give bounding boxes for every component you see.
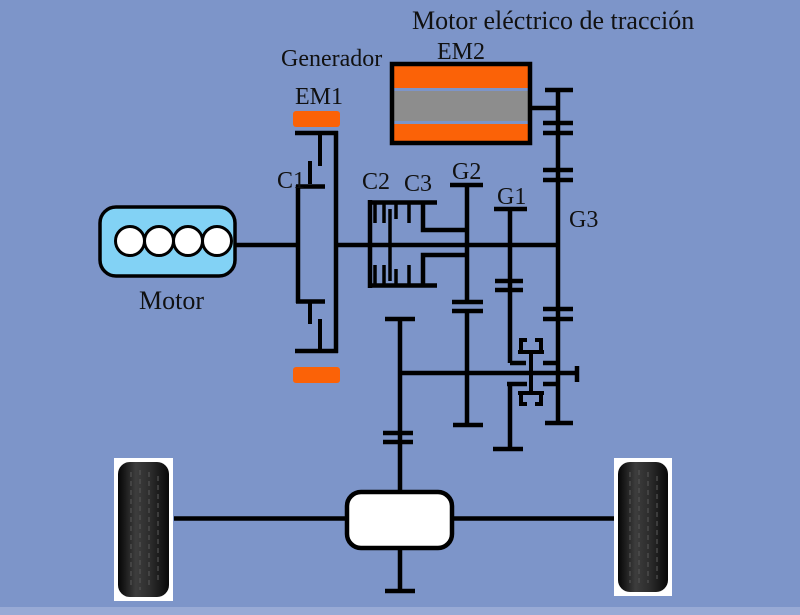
engine-cylinder-3 — [172, 225, 204, 257]
gear-g2-column — [450, 182, 483, 428]
right-wheel — [614, 458, 672, 596]
right-tire — [618, 462, 668, 592]
final-drive-fork — [518, 338, 544, 406]
c3-lower-output — [420, 252, 467, 284]
em2-gap-bottom — [394, 121, 528, 124]
engine-cylinder-2 — [143, 225, 175, 257]
c1-label: C1 — [277, 168, 305, 194]
em2-stator-top — [394, 66, 528, 88]
g2-label: G2 — [452, 159, 481, 185]
em2-label: EM2 — [437, 39, 485, 65]
clutch-c1 — [295, 130, 339, 354]
left-tire-tread — [130, 470, 159, 590]
em2-stator-bottom — [394, 124, 528, 141]
diff-input-column — [383, 316, 415, 594]
linework — [174, 87, 625, 594]
c3-label-text: C3 — [404, 171, 432, 197]
em2-rotor-gray — [394, 91, 528, 121]
gear-g3-column — [530, 87, 573, 426]
differential-box — [344, 489, 455, 551]
em2-motor-box — [389, 61, 533, 146]
left-wheel — [114, 458, 173, 601]
em1-label: EM1 — [295, 84, 343, 110]
c2-label: C2 — [362, 169, 390, 195]
em2-border — [389, 61, 533, 146]
right-tire-tread — [629, 470, 658, 585]
g3-label: G3 — [569, 207, 598, 233]
title: Motor eléctrico de tracción — [412, 6, 694, 35]
clutch-c2-c3 — [367, 200, 467, 288]
em1-rotor-bottom — [293, 367, 340, 383]
engine-cylinder-1 — [114, 225, 146, 257]
generator-label: Generador — [281, 46, 382, 72]
background-bottom-strip — [0, 607, 800, 615]
c3-upper-output — [420, 204, 467, 233]
em1-rotor-top — [293, 111, 340, 127]
g1-label: G1 — [497, 184, 526, 210]
gear-g1-column — [493, 206, 527, 452]
engine-label: Motor — [139, 286, 204, 315]
left-tire — [118, 462, 169, 597]
engine-cylinder-4 — [201, 225, 233, 257]
engine-block — [98, 205, 237, 278]
em2-gap-top — [394, 88, 528, 91]
